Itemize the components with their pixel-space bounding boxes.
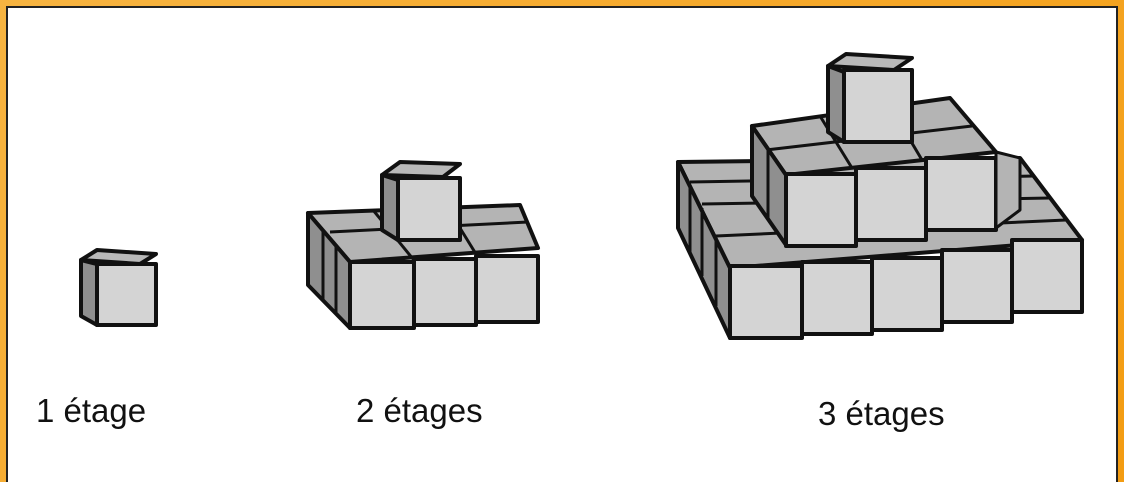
cube-front: [842, 68, 914, 144]
cube-side: [380, 173, 400, 242]
cube-front: [412, 257, 478, 327]
cube-front: [396, 176, 462, 242]
cube-front: [728, 264, 804, 340]
cube-front: [940, 248, 1014, 324]
cube-front: [784, 172, 858, 248]
cube-top: [380, 160, 462, 179]
grid-line: [818, 115, 854, 169]
cube-side: [826, 64, 846, 144]
cube-front: [924, 156, 998, 232]
cube-side: [79, 258, 99, 327]
pyramid-1-level: [79, 248, 158, 327]
label-1-level: 1 étage: [36, 392, 147, 429]
cube-front: [854, 166, 928, 242]
middle-side-right: [994, 150, 1022, 230]
cube-front: [800, 260, 874, 336]
cube-top: [826, 52, 914, 72]
cube-front: [95, 262, 158, 327]
cube-front: [1010, 238, 1084, 314]
cube-front: [870, 256, 944, 332]
label-2-levels: 2 étages: [356, 392, 483, 429]
cube-front: [474, 254, 540, 324]
cube-front: [348, 260, 416, 330]
label-3-levels: 3 étages: [818, 395, 945, 432]
pyramid-3-levels: [676, 52, 1084, 340]
pyramid-2-levels: [306, 160, 540, 330]
